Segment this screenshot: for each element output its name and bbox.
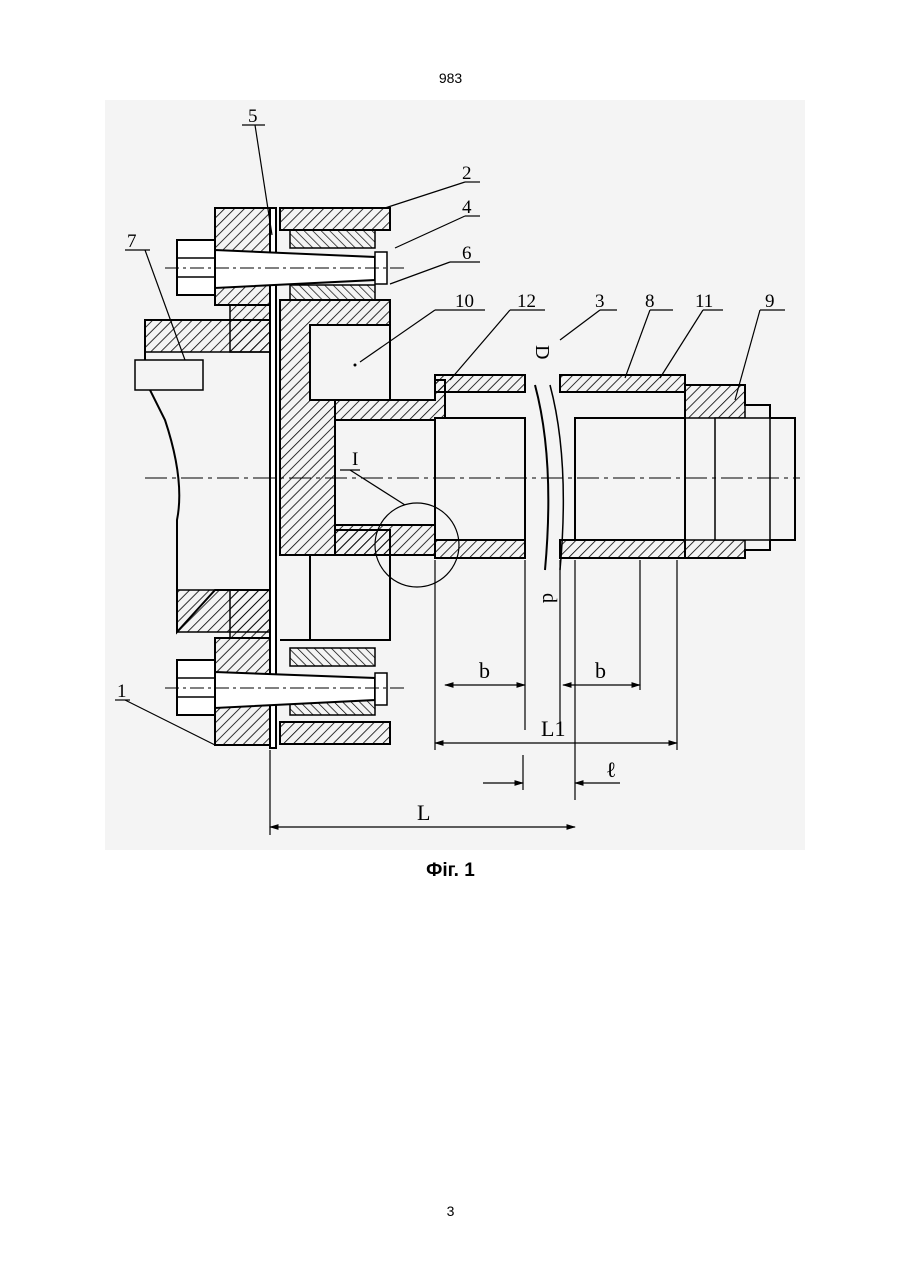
callout-3: 3 [595,291,605,312]
dimension-L: L [417,800,430,825]
dimension-L1: L1 [541,716,565,741]
callout-7: 7 [127,231,137,252]
dimension-b-left: b [479,658,490,683]
callout-5: 5 [248,106,258,127]
callout-9: 9 [765,291,775,312]
callout-I: I [352,449,358,470]
page-header-number: 983 [0,70,901,86]
callout-10: 10 [455,291,474,312]
callout-11: 11 [695,291,713,312]
dimension-D: D [531,345,553,359]
callout-6: 6 [462,243,472,264]
technical-drawing: 5 2 4 6 7 10 12 3 8 11 9 I 1 D d b b L1 … [105,100,805,850]
dimension-l: ℓ [607,757,615,782]
page-footer-number: 3 [0,1203,901,1219]
callout-2: 2 [462,163,472,184]
callout-4: 4 [462,197,472,218]
dimension-b-right: b [595,658,606,683]
callout-8: 8 [645,291,655,312]
callout-1: 1 [117,681,127,702]
figure-caption: Фіг. 1 [0,860,901,882]
callout-12: 12 [517,291,536,312]
dimension-d: d [538,593,560,603]
